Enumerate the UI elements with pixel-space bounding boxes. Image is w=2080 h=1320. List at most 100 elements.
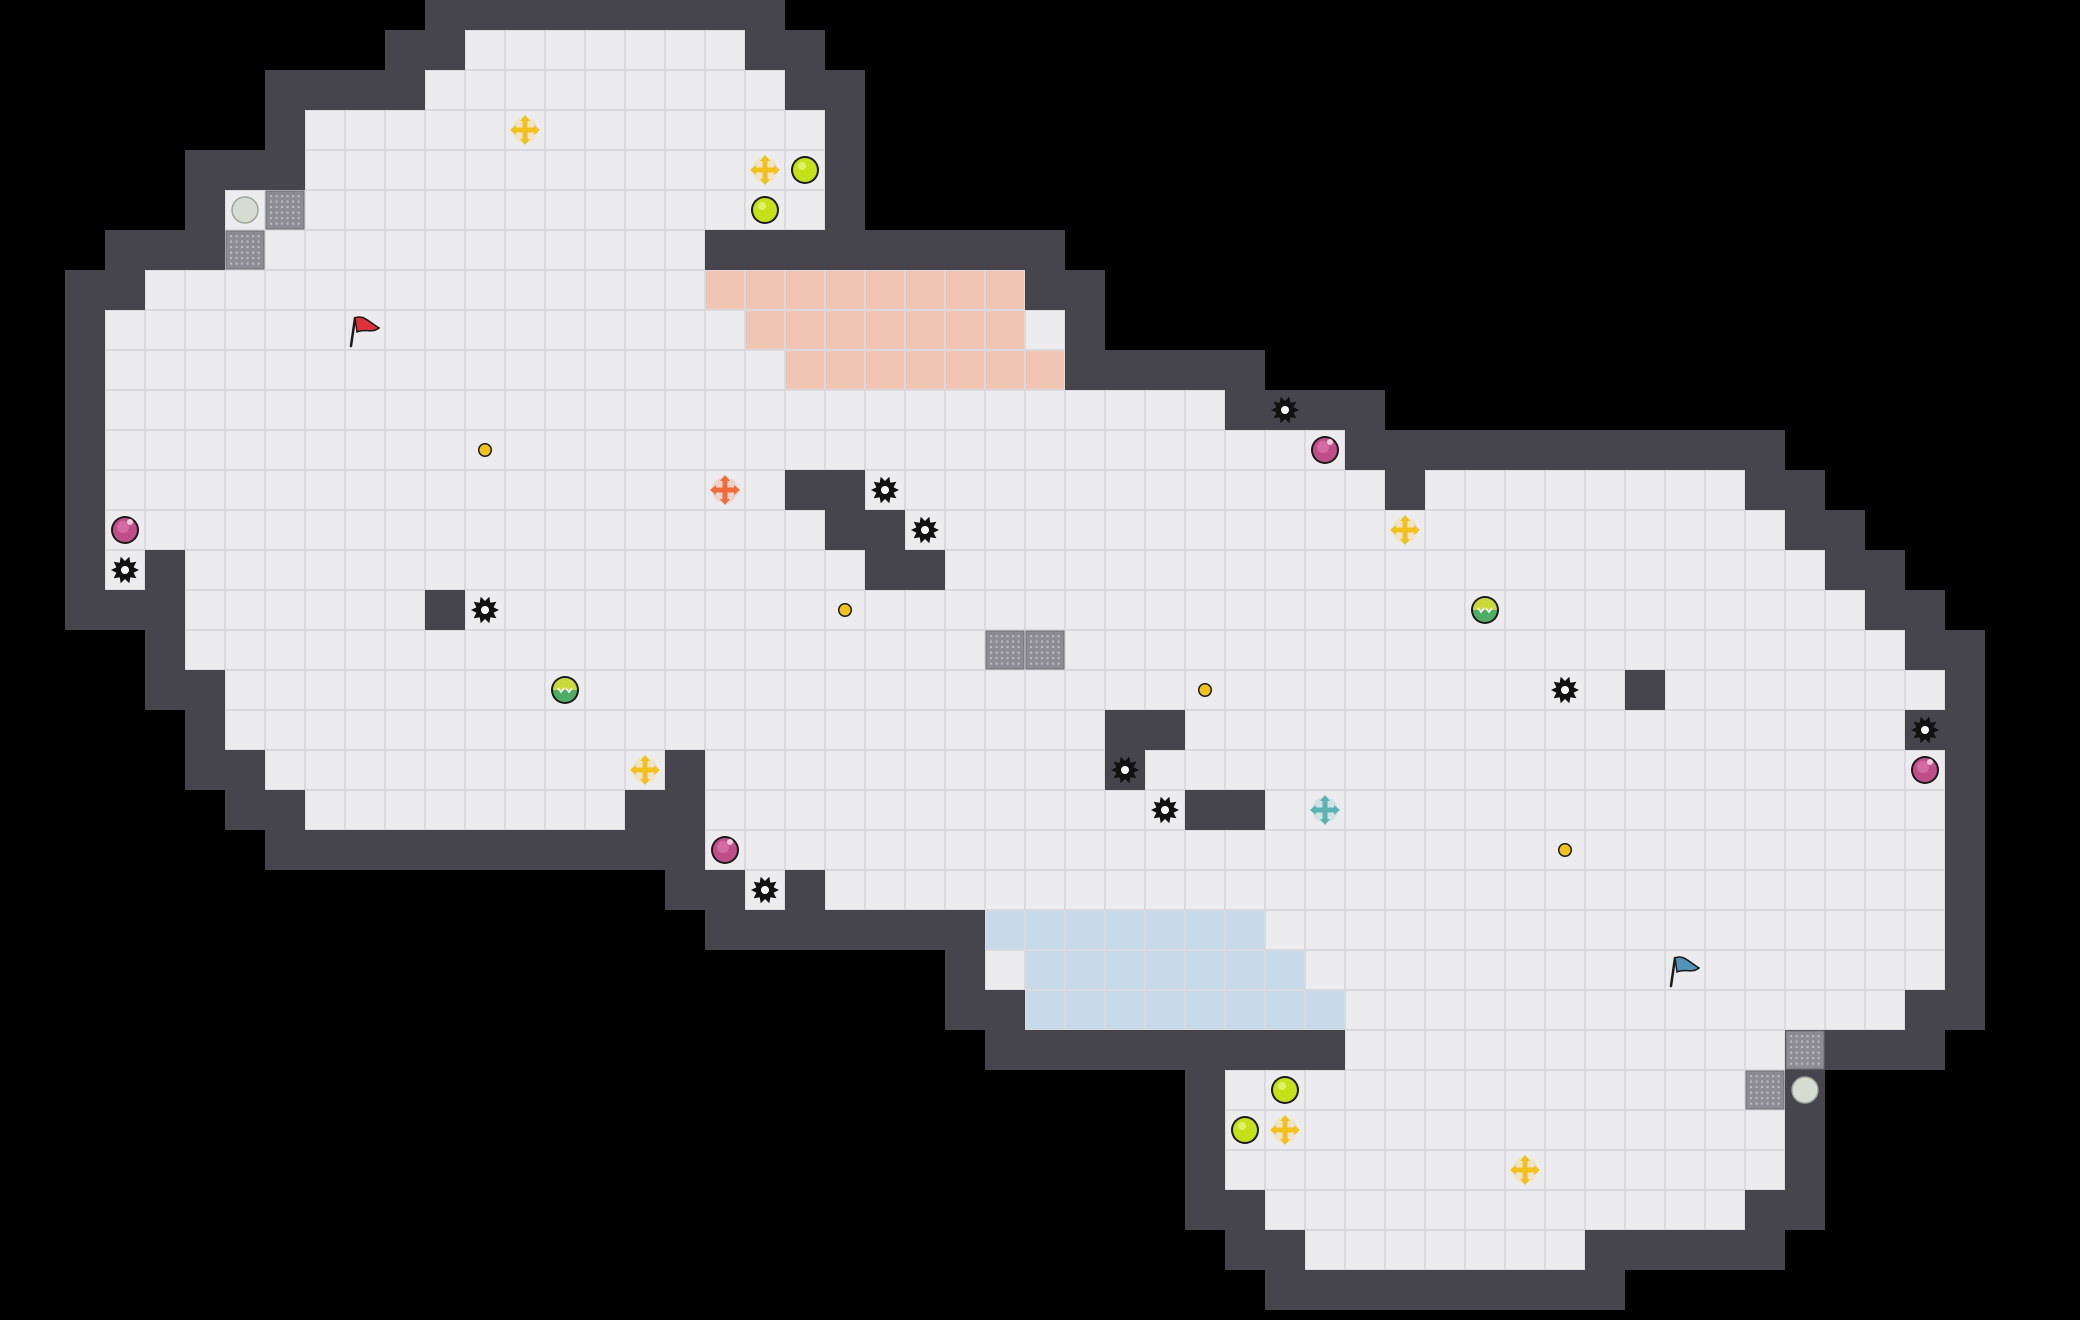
- floor-tile: [1105, 790, 1145, 830]
- grid-cell: [1265, 470, 1305, 510]
- floor-tile: [1305, 710, 1345, 750]
- grid-cell: [545, 790, 585, 830]
- wall-tile: [825, 910, 865, 950]
- grid-cell: [905, 430, 945, 470]
- floor-tile: [1465, 630, 1505, 670]
- grid-cell: [1305, 710, 1345, 750]
- grid-cell: [145, 430, 185, 470]
- floor-tile: [1225, 670, 1265, 710]
- grid-cell: [625, 630, 665, 670]
- grid-cell: [625, 70, 665, 110]
- grid-cell: [1105, 470, 1145, 510]
- wall-tile: [1265, 1030, 1305, 1070]
- wall-tile: [1945, 630, 1985, 670]
- floor-tile: [345, 190, 385, 230]
- grid-cell: [185, 590, 225, 630]
- floor-tile: [505, 750, 545, 790]
- red-endzone-tile: [825, 310, 865, 350]
- grid-cell: [705, 550, 745, 590]
- grid-cell: [745, 270, 785, 310]
- grid-cell: [1185, 670, 1225, 710]
- floor-tile: [145, 430, 185, 470]
- grid-cell: [1065, 510, 1105, 550]
- floor-tile: [665, 310, 705, 350]
- floor-tile: [945, 430, 985, 470]
- floor-tile: [1585, 950, 1625, 990]
- floor-tile: [745, 670, 785, 710]
- grid-cell: [1145, 510, 1185, 550]
- grid-cell: [1105, 990, 1145, 1030]
- grid-cell: [345, 430, 385, 470]
- grid-cell: [1305, 1190, 1345, 1230]
- wall-tile: [1185, 1190, 1225, 1230]
- grid-cell: [1825, 630, 1865, 670]
- floor-tile: [385, 270, 425, 310]
- floor-tile: [305, 710, 345, 750]
- grid-cell: [1705, 1190, 1745, 1230]
- grid-cell: [1545, 950, 1585, 990]
- grid-cell: [1225, 510, 1265, 550]
- grid-cell: [585, 70, 625, 110]
- floor-tile: [1385, 910, 1425, 950]
- floor-tile: [385, 150, 425, 190]
- floor-tile: [305, 630, 345, 670]
- floor-tile: [1465, 750, 1505, 790]
- grid-cell: [985, 590, 1025, 630]
- floor-tile: [1585, 590, 1625, 630]
- object-layer: [111, 115, 1939, 1185]
- wall-tile: [425, 30, 465, 70]
- floor-tile: [985, 430, 1025, 470]
- floor-tile: [1625, 590, 1665, 630]
- wall-tile: [1065, 310, 1105, 350]
- grid-cell: [1465, 910, 1505, 950]
- floor-tile: [185, 510, 225, 550]
- wall-tile: [825, 470, 865, 510]
- grid-cell: [1105, 790, 1145, 830]
- floor-tile: [1785, 710, 1825, 750]
- floor-tile: [1745, 870, 1785, 910]
- grid-cell: [1065, 830, 1105, 870]
- floor-tile: [985, 830, 1025, 870]
- floor-tile: [145, 350, 185, 390]
- wall-tile: [145, 590, 185, 630]
- grid-cell: [1265, 990, 1305, 1030]
- floor-tile: [1745, 910, 1785, 950]
- grid-cell: [1625, 590, 1665, 630]
- grid-cell: [345, 590, 385, 630]
- grid-cell: [1505, 750, 1545, 790]
- floor-tile: [1305, 470, 1345, 510]
- floor-tile: [145, 510, 185, 550]
- grid-cell: [505, 110, 545, 150]
- wall-tile: [1905, 590, 1945, 630]
- floor-tile: [665, 670, 705, 710]
- grid-cell: [505, 550, 545, 590]
- grid-cell: [625, 390, 665, 430]
- grid-cell: [345, 790, 385, 830]
- grid-cell: [425, 70, 465, 110]
- grid-cell: [1705, 870, 1745, 910]
- floor-tile: [1625, 1070, 1665, 1110]
- grid-cell: [1865, 710, 1905, 750]
- floor-tile: [225, 550, 265, 590]
- grid-cell: [1785, 550, 1825, 590]
- grid-cell: [465, 630, 505, 670]
- grid-cell: [1465, 1190, 1505, 1230]
- grid-cell: [1825, 870, 1865, 910]
- floor-tile: [625, 670, 665, 710]
- grid-cell: [1465, 470, 1505, 510]
- grid-cell: [1585, 830, 1625, 870]
- wall-tile: [1265, 1270, 1305, 1310]
- grid-cell: [585, 350, 625, 390]
- grid-cell: [1025, 870, 1065, 910]
- grid-cell: [1665, 1070, 1705, 1110]
- floor-tile: [1305, 910, 1345, 950]
- wall-tile: [65, 550, 105, 590]
- floor-tile: [1665, 670, 1705, 710]
- floor-tile: [545, 310, 585, 350]
- floor-tile: [465, 70, 505, 110]
- floor-tile: [465, 630, 505, 670]
- wall-tile: [1505, 430, 1545, 470]
- floor-tile: [1425, 830, 1465, 870]
- floor-tile: [785, 190, 825, 230]
- grid-cell: [1825, 590, 1865, 630]
